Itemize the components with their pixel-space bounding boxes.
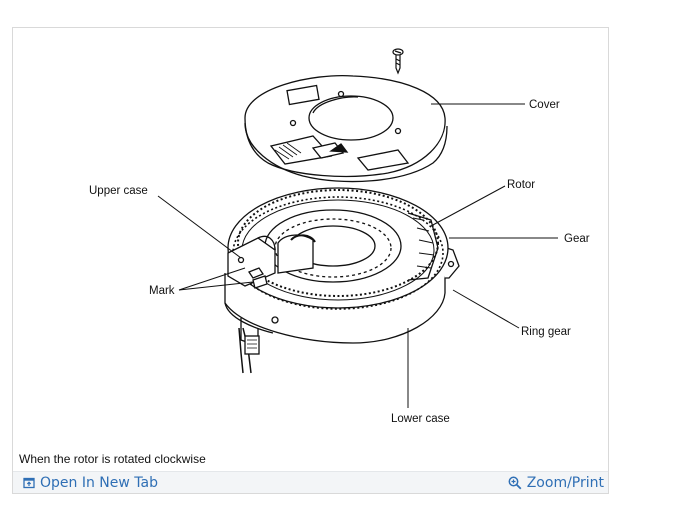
zoom-print-label: Zoom/Print [526, 475, 604, 491]
clock-spring-diagram: Cover Rotor Gear Upper case Mark Ring ge… [89, 48, 590, 425]
open-new-tab-icon [23, 477, 35, 489]
label-rotor: Rotor [507, 179, 535, 191]
label-cover: Cover [529, 99, 560, 111]
diagram-figure: Cover Rotor Gear Upper case Mark Ring ge… [13, 28, 608, 448]
label-upper-case: Upper case [89, 185, 148, 197]
label-ring-gear: Ring gear [521, 326, 571, 338]
cover-part [244, 74, 448, 183]
zoom-print-link[interactable]: Zoom/Print [508, 475, 604, 491]
magnifier-zoom-icon [508, 476, 522, 490]
label-mark: Mark [149, 285, 175, 297]
leader-lines [157, 103, 558, 408]
label-lower-case: Lower case [391, 413, 450, 425]
open-in-new-tab-link[interactable]: Open In New Tab [23, 475, 158, 491]
figure-caption: When the rotor is rotated clockwise [19, 452, 206, 466]
diagram-frame: Cover Rotor Gear Upper case Mark Ring ge… [12, 27, 609, 494]
upper-case-part [227, 187, 449, 310]
figure-toolbar: Open In New Tab Zoom/Print [13, 471, 608, 493]
open-in-new-tab-label: Open In New Tab [40, 475, 158, 491]
screw [392, 48, 404, 75]
label-gear: Gear [564, 233, 590, 245]
